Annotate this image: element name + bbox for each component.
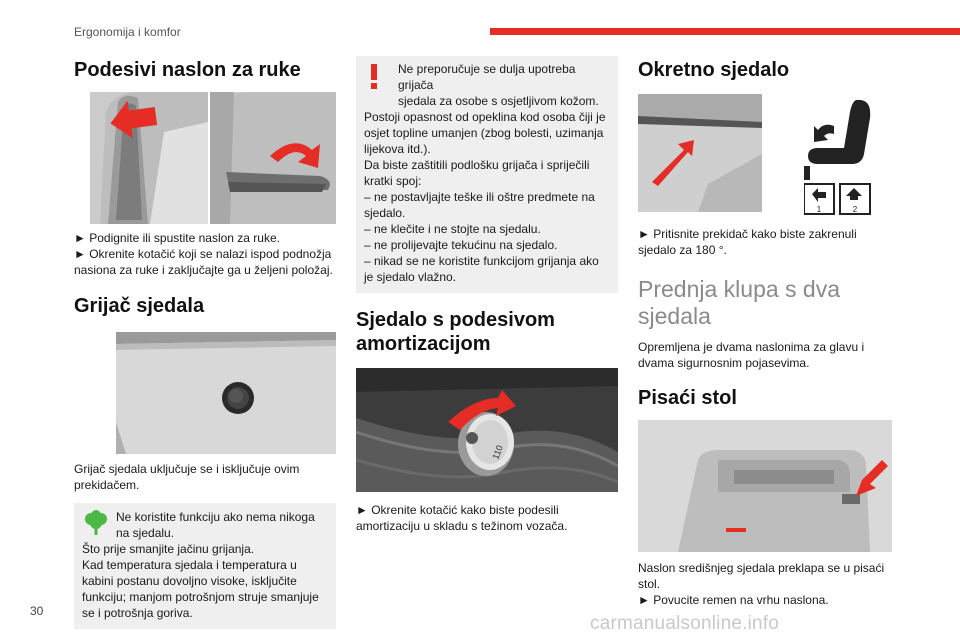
armrest-image-up: [90, 92, 208, 224]
swivel-images: 1 2: [638, 94, 900, 216]
warning-line-13: je sjedalo vlažno.: [364, 270, 457, 284]
swivel-title: Okretno sjedalo: [638, 59, 790, 81]
column-2: Ne preporučuje se dulja upotreba grijača…: [356, 52, 618, 534]
warning-line-4: osjet topline umanjen (zbog bolesti, uzi…: [364, 126, 604, 140]
pictogram-label-1: 1: [817, 205, 822, 214]
warning-note: Ne preporučuje se dulja upotreba grijača…: [356, 56, 618, 293]
swivel-text-line-1: ► Pritisnite prekidač kako biste zakrenu…: [638, 227, 857, 241]
eco-note-line-5: kabini postanu dovoljno visoke, isključi…: [82, 574, 297, 588]
suspension-text-line-2: amortizaciju u skladu s težinom vozača.: [356, 519, 568, 533]
eco-note-line-7: se i potrošnja goriva.: [82, 606, 193, 620]
eco-note-line-1: Ne koristite funkciju ako nema nikoga: [116, 510, 315, 524]
suspension-text-line-1: ► Okrenite kotačić kako biste podesili: [356, 503, 559, 517]
armrest-step-1: ► Podignite ili spustite naslon za ruke.: [74, 231, 280, 245]
warning-line-12: – nikad se ne koristite funkcijom grijan…: [364, 254, 599, 268]
desk-text-line-2: stol.: [638, 577, 661, 591]
eco-note-line-2: na sjedalu.: [116, 526, 175, 540]
suspension-dial-image: 110: [356, 368, 618, 492]
warning-line-2: sjedala za osobe s osjetljivom kožom.: [398, 94, 599, 108]
eco-note: Ne koristite funkciju ako nema nikoga na…: [74, 503, 336, 629]
armrest-images: [74, 92, 336, 228]
warning-line-10: – ne klečite i ne stojte na sjedalu.: [364, 222, 541, 236]
bench-title-line-1: Prednja klupa s dva: [638, 276, 841, 302]
warning-line-8: – ne postavljajte teške ili oštre predme…: [364, 190, 595, 204]
heater-text: Grijač sjedala uključuje se i isključuje…: [74, 462, 300, 492]
running-header: Ergonomija i komfor: [74, 25, 181, 39]
eco-tree-icon: [85, 510, 107, 535]
suspension-title-line-2: amortizacijom: [356, 333, 491, 355]
eco-note-line-6: funkciju; manjom potrošnjom struje smanj…: [82, 590, 319, 604]
warning-exclamation-icon: [371, 64, 377, 89]
desk-title: Pisaći stol: [638, 387, 737, 409]
warning-line-5: lijekova itd.).: [364, 142, 431, 156]
warning-line-6: Da biste zaštitili podlošku grijača i sp…: [364, 158, 590, 172]
bench-text-line-2: dvama sigurnosnim pojasevima.: [638, 356, 810, 370]
pictogram-label-2: 2: [853, 205, 858, 214]
header-accent-bar: [490, 28, 960, 35]
warning-line-7: kratki spoj:: [364, 174, 422, 188]
eco-note-line-3: Što prije smanjite jačinu grijanja.: [82, 542, 255, 556]
armrest-image-down: [210, 92, 336, 224]
eco-note-line-4: Kad temperatura sjedala i temperatura u: [82, 558, 297, 572]
warning-line-11: – ne prolijevajte tekućinu na sjedalo.: [364, 238, 558, 252]
column-3: Okretno sjedalo 1 2: [638, 52, 900, 608]
swivel-pictogram: 1 2: [803, 98, 876, 216]
warning-line-1: Ne preporučuje se dulja upotreba grijača: [398, 62, 576, 92]
desk-image: [638, 420, 892, 552]
bench-title-line-2: sjedala: [638, 303, 711, 329]
watermark[interactable]: carmanualsonline.info: [590, 613, 780, 634]
dial-scale-label: 110: [490, 444, 504, 461]
swivel-text-line-2: sjedalo za 180 °.: [638, 243, 727, 257]
armrest-step-2: ► Okrenite kotačić koji se nalazi ispod …: [74, 247, 333, 277]
desk-text-line-1: Naslon središnjeg sjedala preklapa se u …: [638, 561, 885, 575]
swivel-switch-image: [638, 94, 762, 212]
column-1: Podesivi naslon za ruke ► Podignit: [74, 52, 336, 629]
warning-line-3: Postoji opasnost od opeklina kod osoba č…: [364, 110, 606, 124]
bench-text-line-1: Opremljena je dvama naslonima za glavu i: [638, 340, 865, 354]
heater-title: Grijač sjedala: [74, 295, 205, 317]
desk-text-line-3: ► Povucite remen na vrhu naslona.: [638, 593, 829, 607]
armrest-title: Podesivi naslon za ruke: [74, 59, 301, 81]
heater-switch-image: [116, 332, 336, 454]
page-number: 30: [30, 604, 44, 618]
suspension-title-line-1: Sjedalo s podesivom: [356, 309, 555, 331]
warning-line-9: sjedalo.: [364, 206, 406, 220]
